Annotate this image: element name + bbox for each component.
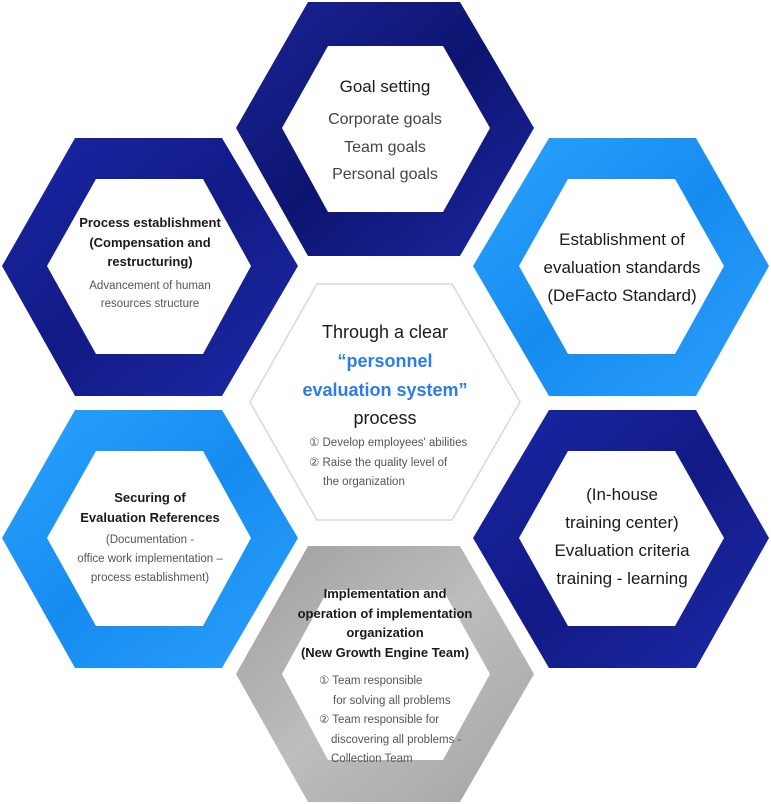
center-list-item: the organization <box>323 476 405 489</box>
training-center-block: (In-house training center) Evaluation cr… <box>523 481 721 593</box>
references-subtitle-line: (Documentation - <box>105 534 195 546</box>
process-establishment-block: Process establishment (Compensation and … <box>60 213 240 314</box>
center-title-line: process <box>353 408 417 429</box>
training-line: Evaluation criteria <box>554 541 690 561</box>
goal-setting-block: Goal setting Corporate goals Team goals … <box>290 76 480 186</box>
goal-item: Team goals <box>344 138 426 156</box>
goal-item: Corporate goals <box>328 110 442 128</box>
references-title-line: Evaluation References <box>80 509 220 525</box>
hexagon-implementation <box>236 546 534 802</box>
process-title-line: restructuring) <box>107 254 193 269</box>
implementation-list-item: ② Team responsible for <box>319 714 440 727</box>
hexagon-evaluation-standards <box>473 138 769 396</box>
implementation-list-item: ① Team responsible <box>319 675 423 687</box>
center-list-item: ① Develop employees' abilities <box>309 437 468 449</box>
references-subtitle-line: office work implementation – <box>77 552 223 565</box>
center-list: ① Develop employees' abilities ② Raise t… <box>309 434 467 493</box>
process-subtitle-line: resources structure <box>100 298 200 311</box>
training-line: training center) <box>565 513 679 533</box>
process-subtitle-line: Advancement of human <box>89 279 211 292</box>
hexagon-evaluation-references <box>2 410 298 668</box>
process-title-line: (Compensation and <box>89 234 211 250</box>
standards-line: evaluation standards <box>543 258 701 278</box>
center-block: Through a clear “personnel evaluation sy… <box>285 318 485 433</box>
implementation-title-line: organization <box>346 625 424 640</box>
center-title-line: Through a clear <box>321 322 449 342</box>
references-title-line: Securing of <box>114 490 186 505</box>
implementation-list: ① Team responsible for solving all probl… <box>319 672 461 770</box>
evaluation-references-block: Securing of Evaluation References (Docum… <box>55 488 245 588</box>
training-line: (In-house <box>586 485 658 504</box>
center-accent-line: evaluation system” <box>302 379 468 400</box>
implementation-list-item: for solving all problems <box>333 694 451 707</box>
references-subtitle-line: process establishment) <box>90 571 210 584</box>
goal-setting-title: Goal setting <box>339 77 431 96</box>
standards-line: Establishment of <box>559 230 685 249</box>
implementation-title-line: Implementation and <box>323 586 447 601</box>
implementation-title-line: operation of implementation <box>297 605 473 621</box>
goal-item: Personal goals <box>332 166 438 184</box>
implementation-block: Implementation and operation of implemen… <box>283 584 487 662</box>
implementation-list-item: Collection Team <box>331 753 413 766</box>
implementation-title-line: (New Growth Engine Team) <box>300 644 470 660</box>
center-list-item: ② Raise the quality level of <box>309 456 448 469</box>
center-accent-line: “personnel <box>337 350 433 371</box>
implementation-list-item: discovering all problems - <box>331 733 462 746</box>
standards-line: (DeFacto Standard) <box>547 286 697 306</box>
hexagon-center <box>249 283 521 521</box>
training-line: training - learning <box>556 569 688 589</box>
hexagon-goal-setting <box>236 2 534 256</box>
process-title-line: Process establishment <box>79 215 221 230</box>
hexagon-training-center <box>473 410 769 668</box>
evaluation-standards-block: Establishment of evaluation standards (D… <box>523 226 721 310</box>
hexagon-process-establishment <box>2 138 298 396</box>
